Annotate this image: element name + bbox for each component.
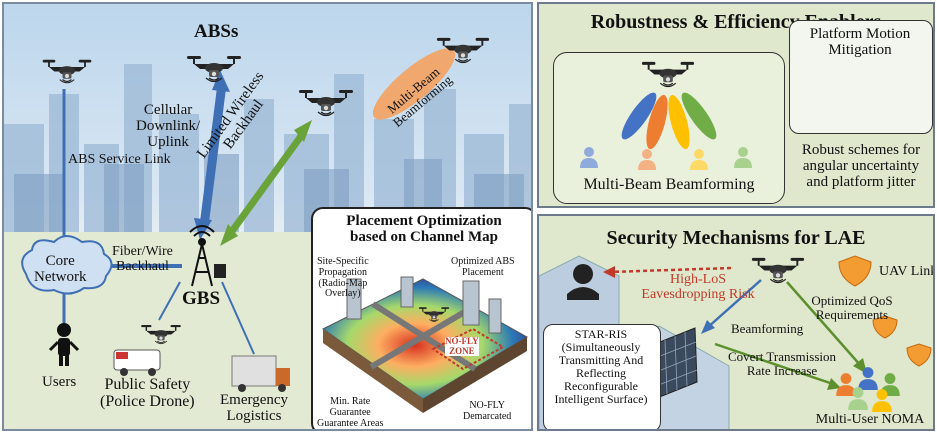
ambulance-icon	[113, 349, 161, 376]
no-fly-zone-label: NO-FLY ZONE	[445, 336, 479, 357]
building-1	[346, 278, 362, 320]
abs-drone-2	[186, 55, 242, 83]
qos-label: Optimized QoS Requirements	[811, 293, 893, 323]
covert-link	[714, 342, 834, 386]
eavesdrop-link	[608, 266, 732, 274]
street-2	[369, 304, 475, 370]
abs-drone-1	[42, 59, 92, 84]
no-fly-zone-box	[431, 327, 506, 371]
core-network-label: Core Network	[34, 253, 87, 286]
gbs-label: GBS	[182, 288, 221, 309]
backhaul-arrowhead-up	[294, 120, 312, 142]
cellular-arrowhead-up	[212, 70, 230, 92]
star-ris-label: STAR-RIS (Simultaneously Transmitting An…	[554, 327, 648, 406]
core-network-cloud	[21, 235, 113, 295]
map-base-left	[323, 329, 423, 413]
placement-optimization-inset: Placement Optimization based on Channel …	[311, 207, 531, 429]
beam-ellipse	[372, 48, 456, 120]
noma-label: Multi-User NOMA	[815, 412, 925, 427]
user-orange-icon	[638, 149, 656, 170]
abs-service-link-label: ABS Service Link	[68, 152, 171, 167]
site-specific-label: Site-Specific Propagation (Radio-Map Ove…	[317, 256, 369, 300]
beam-orange	[646, 94, 668, 150]
robust-drone	[641, 61, 695, 88]
covert-arrowhead	[827, 378, 841, 390]
users-label: Users	[42, 374, 77, 390]
user-blue-icon	[580, 147, 598, 168]
star-ris-box	[543, 324, 661, 429]
beam-yellow	[668, 94, 690, 150]
beamforming-link	[706, 279, 762, 329]
radio-map-drawing	[322, 276, 529, 413]
inset-title: Placement Optimization based on Channel …	[346, 213, 502, 246]
abs-network-panel: ABSs ABS Service Link Cellular Downlink/…	[2, 2, 533, 431]
robustness-panel: Robustness & Efficiency Enablers Multi-B…	[537, 2, 935, 208]
optimized-placement-label: Optimized ABS Placement	[451, 256, 515, 278]
backhaul-arrowhead-down	[220, 224, 238, 246]
map-base-right	[423, 337, 527, 413]
no-fly-demarcated-label: NO-FLY Demarcated	[463, 400, 512, 422]
public-safety-label: Public Safety (Police Drone)	[100, 376, 195, 411]
wireless-backhaul-arrow	[227, 129, 307, 237]
beamforming-label: Beamforming	[731, 321, 804, 336]
cellular-link-arrow	[199, 83, 227, 227]
eavesdrop-arrowhead	[603, 266, 615, 278]
user-green-icon	[734, 147, 752, 168]
security-title: Security Mechanisms for LAE	[606, 227, 866, 249]
beamforming-arrowhead	[701, 320, 715, 334]
shield-icon-2	[872, 315, 898, 339]
gbs-to-logistics-link	[221, 281, 255, 355]
building-4	[400, 276, 414, 308]
fiber-backhaul-label: Fiber/Wire Backhaul	[112, 244, 173, 275]
eavesdropper-icon	[567, 264, 599, 300]
user-icon	[48, 323, 80, 366]
shield-icon	[838, 255, 872, 287]
shield-icon-3	[906, 343, 932, 367]
emergency-logistics-label: Emergency Logistics	[220, 392, 289, 425]
truck-icon	[231, 355, 290, 392]
cellular-link-label: Cellular Downlink/ Uplink	[136, 102, 201, 151]
building-3	[488, 298, 502, 334]
min-rate-label: Min. Rate Guarantee Guarantee Areas	[317, 396, 384, 429]
beam-blue	[621, 92, 657, 140]
abs-title: ABSs	[194, 21, 239, 42]
eavesdropping-label: High-LoS Eavesdropping Risk	[641, 272, 755, 303]
building-2	[462, 280, 480, 326]
gbs-to-police-link	[158, 281, 181, 321]
gbs-server-icon	[214, 264, 226, 278]
motion-mitigation-label: Platform Motion Mitigation	[809, 26, 911, 59]
cellular-arrowhead-down	[194, 218, 212, 240]
motion-mitigation-box	[789, 20, 933, 134]
multi-beam-label: Multi-Beam Beamforming	[583, 176, 755, 193]
gbs-tower-icon	[189, 225, 215, 287]
uav-link-label: UAV Link	[879, 264, 935, 279]
beam-green	[681, 92, 717, 140]
security-panel: Security Mechanisms for LAE UAV Link Hig…	[537, 214, 935, 431]
covert-label: Covert Transmission Rate Increase	[728, 349, 836, 379]
robust-schemes-label: Robust schemes for angular uncertainty a…	[801, 142, 921, 191]
user-yellow-icon	[690, 149, 708, 170]
qos-link	[786, 281, 862, 367]
